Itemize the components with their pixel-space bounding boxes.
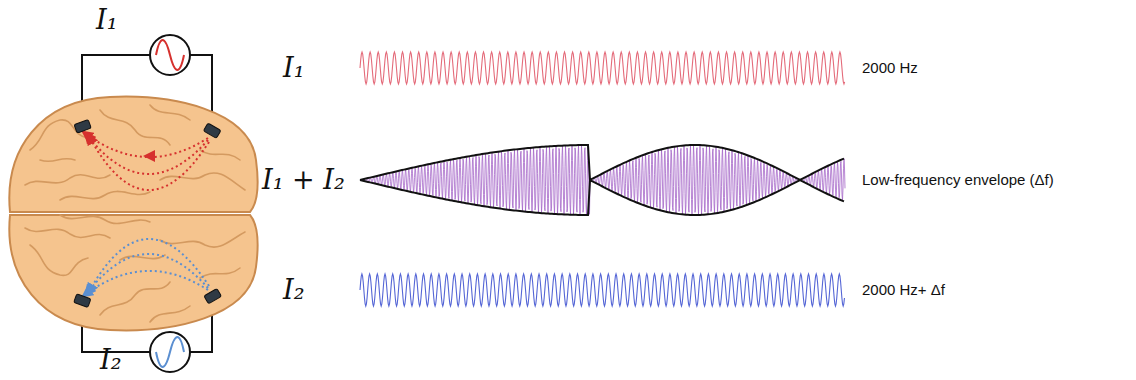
signal-name: I₁ (283, 53, 305, 83)
envelope-line (360, 145, 844, 180)
current-path-red (86, 134, 209, 190)
electrode (74, 120, 222, 308)
beat-signal (360, 145, 845, 215)
source-label: I₂ (100, 345, 122, 375)
sine-wave (360, 52, 845, 84)
sine-wave (360, 274, 844, 306)
source-label: I₁ (96, 5, 118, 35)
ac-source (150, 35, 190, 372)
signal-name: I₁ + I₂ (262, 165, 345, 195)
signal-name: I₂ (283, 275, 305, 305)
frequency-note: 2000 Hz (862, 60, 918, 77)
envelope-line (360, 180, 844, 215)
current-path-blue (86, 239, 209, 294)
envelope-note: Low-frequency envelope (Δf) (862, 172, 1054, 189)
brain (9, 97, 257, 331)
frequency-note: 2000 Hz+ Δf (862, 282, 945, 299)
